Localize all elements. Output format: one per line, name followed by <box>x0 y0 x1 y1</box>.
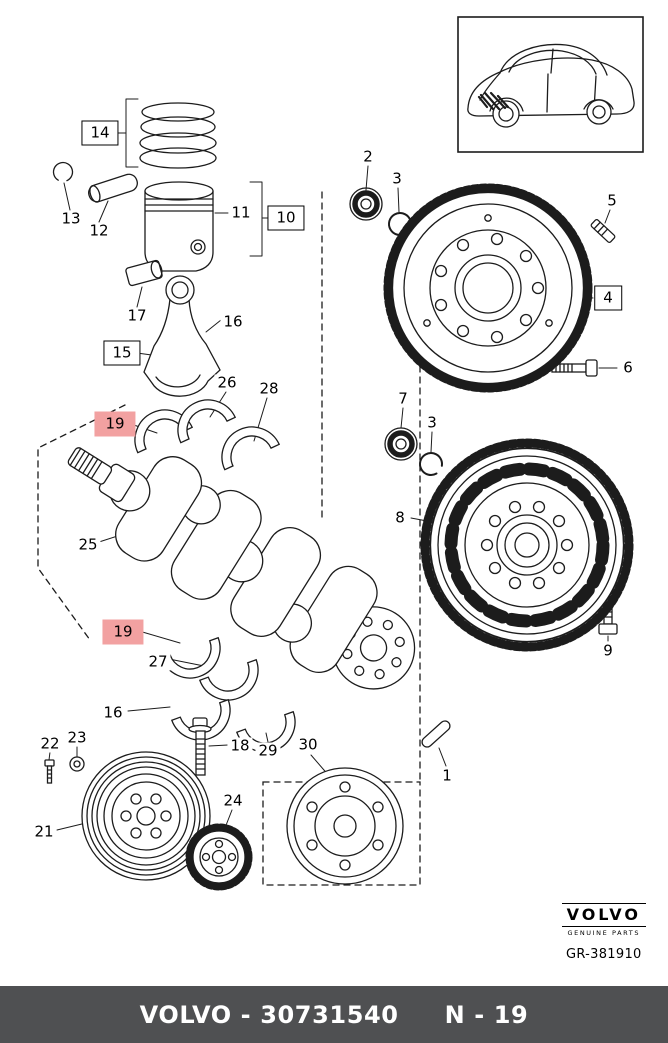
part-label-10[interactable]: 10 <box>267 205 305 231</box>
part-label-8[interactable]: 8 <box>392 509 408 527</box>
dowel-pin-1 <box>421 720 451 748</box>
vehicle-thumbnail <box>457 16 644 153</box>
part-label-12[interactable]: 12 <box>86 222 112 240</box>
screw-22 <box>44 759 55 784</box>
part-label-14[interactable]: 14 <box>81 120 119 146</box>
piston-pin <box>88 173 138 203</box>
part-label-29[interactable]: 29 <box>255 742 281 760</box>
part-label-7[interactable]: 7 <box>395 390 411 408</box>
damper-30 <box>286 767 404 885</box>
part-label-21[interactable]: 21 <box>31 823 57 841</box>
pilot-bearing-lower <box>384 427 418 461</box>
part-label-6[interactable]: 6 <box>620 359 636 377</box>
part-label-22[interactable]: 22 <box>37 735 63 753</box>
part-label-3[interactable]: 3 <box>389 170 405 188</box>
part-label-3-2[interactable]: 3 <box>424 414 440 432</box>
part-label-16[interactable]: 16 <box>220 313 246 331</box>
part-label-30[interactable]: 30 <box>295 736 321 754</box>
timing-gear-24 <box>185 823 253 891</box>
part-label-4[interactable]: 4 <box>594 285 622 311</box>
crankshaft <box>67 447 416 690</box>
washer-23 <box>69 756 85 772</box>
bolt-18 <box>188 717 212 776</box>
part-label-9[interactable]: 9 <box>600 642 616 660</box>
piston-assembly <box>52 102 221 397</box>
circlip-lower <box>419 452 443 476</box>
volvo-logo: VOLVO <box>561 903 646 927</box>
part-label-11[interactable]: 11 <box>228 204 254 222</box>
part-label-26[interactable]: 26 <box>214 374 240 392</box>
rod-bushing <box>125 259 163 287</box>
footer-bar: VOLVO - 30731540 N - 19 <box>0 986 668 1043</box>
footer-reference: N - 19 <box>444 1000 529 1029</box>
part-label-1[interactable]: 1 <box>439 767 455 785</box>
footer-part-number: VOLVO - 30731540 <box>139 1000 399 1029</box>
branding-block: VOLVO GENUINE PARTS GR-381910 <box>561 903 646 962</box>
connecting-rod <box>143 275 221 397</box>
part-label-5[interactable]: 5 <box>604 192 620 210</box>
part-label-19[interactable]: 19 <box>94 411 136 437</box>
part-label-24[interactable]: 24 <box>220 792 246 810</box>
part-label-13[interactable]: 13 <box>58 210 84 228</box>
pilot-bearing-upper <box>349 187 383 221</box>
dowel-pin-5 <box>590 219 616 243</box>
part-label-25[interactable]: 25 <box>75 536 101 554</box>
drawing-number: GR-381910 <box>565 947 642 962</box>
part-label-18[interactable]: 18 <box>227 737 253 755</box>
part-label-19-2[interactable]: 19 <box>102 619 144 645</box>
pulley-21 <box>81 751 211 881</box>
part-label-23[interactable]: 23 <box>64 729 90 747</box>
flywheel-lower <box>420 438 634 652</box>
flywheel-upper <box>383 183 593 393</box>
part-label-28[interactable]: 28 <box>256 380 282 398</box>
crank-pulley-group <box>44 717 253 891</box>
genuine-parts-text: GENUINE PARTS <box>567 929 641 937</box>
part-label-15[interactable]: 15 <box>103 340 141 366</box>
part-label-16-2[interactable]: 16 <box>100 704 126 722</box>
circlip <box>52 161 74 183</box>
part-label-17[interactable]: 17 <box>124 307 150 325</box>
engine-location-mark <box>477 91 510 111</box>
part-label-27[interactable]: 27 <box>145 653 171 671</box>
part-label-2[interactable]: 2 <box>360 148 376 166</box>
